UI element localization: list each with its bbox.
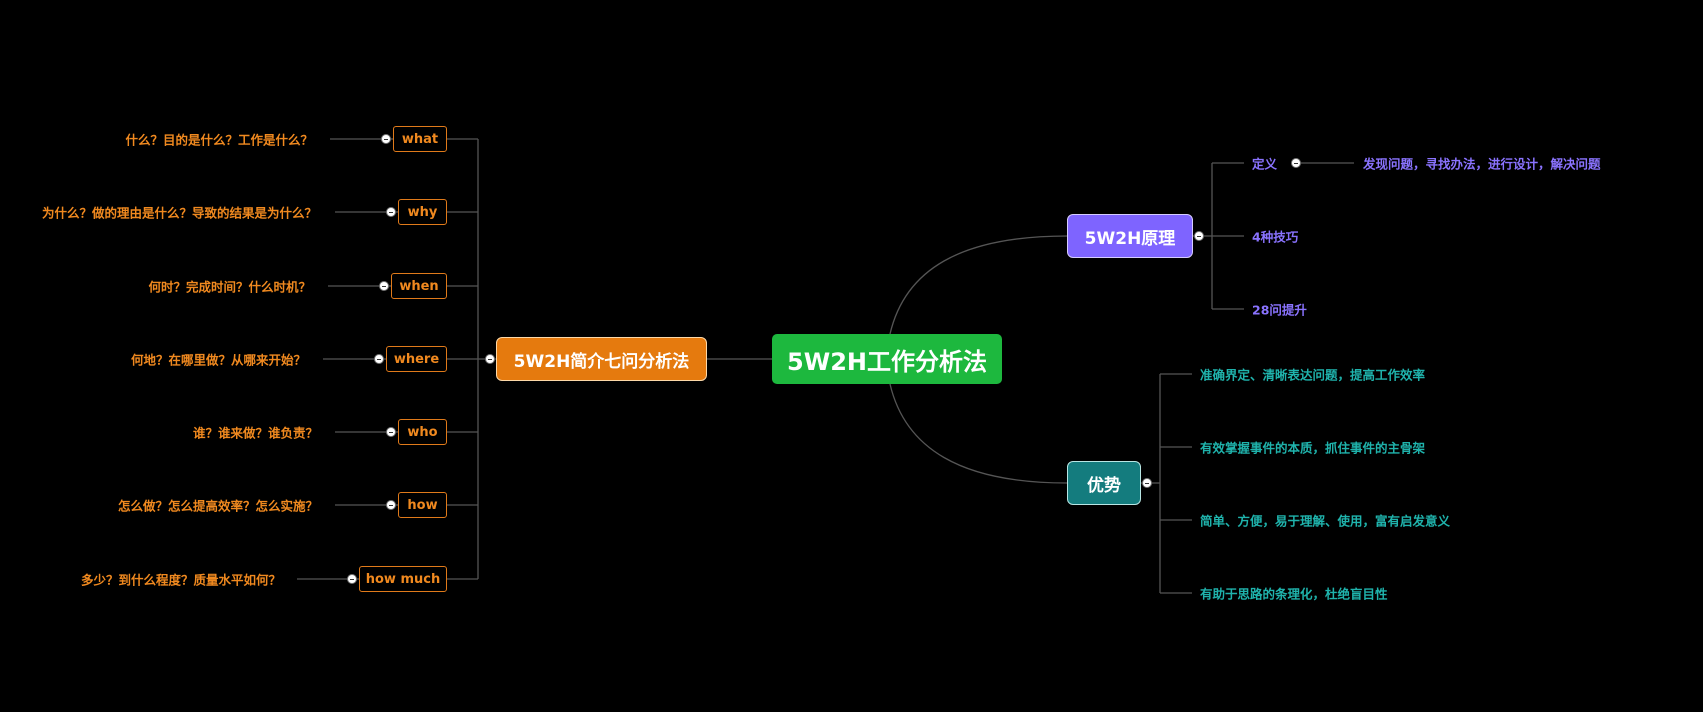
collapse-toggle-icon[interactable] (386, 207, 396, 217)
collapse-toggle-icon[interactable] (1194, 231, 1204, 241)
principle-definition-detail[interactable]: 发现问题，寻找办法，进行设计，解决问题 (1363, 156, 1601, 172)
principle-item-questions[interactable]: 28问提升 (1252, 302, 1307, 318)
advantage-item-4[interactable]: 有助于思路的条理化，杜绝盲目性 (1200, 586, 1388, 602)
intro-item-how-much[interactable]: how much (359, 566, 447, 592)
advantage-item-3[interactable]: 简单、方便，易于理解、使用，富有启发意义 (1200, 513, 1451, 529)
intro-topic[interactable]: 5W2H简介七问分析法 (496, 337, 707, 381)
principle-topic[interactable]: 5W2H原理 (1067, 214, 1193, 258)
intro-item-why[interactable]: why (398, 199, 447, 225)
advantage-topic[interactable]: 优势 (1067, 461, 1141, 505)
collapse-toggle-icon[interactable] (485, 354, 495, 364)
collapse-toggle-icon[interactable] (386, 427, 396, 437)
collapse-toggle-icon[interactable] (1142, 478, 1152, 488)
advantage-item-2[interactable]: 有效掌握事件的本质，抓住事件的主骨架 (1200, 440, 1426, 456)
principle-item-definition[interactable]: 定义 (1252, 156, 1278, 172)
root-topic[interactable]: 5W2H工作分析法 (772, 334, 1002, 384)
collapse-toggle-icon[interactable] (347, 574, 357, 584)
intro-item-where[interactable]: where (386, 346, 447, 372)
intro-item-when[interactable]: when (391, 273, 447, 299)
collapse-toggle-icon[interactable] (379, 281, 389, 291)
intro-item-what[interactable]: what (393, 126, 447, 152)
question-who[interactable]: 谁？谁来做？谁负责？ (192, 425, 318, 441)
intro-item-how[interactable]: how (398, 492, 447, 518)
collapse-toggle-icon[interactable] (386, 500, 396, 510)
question-where[interactable]: 何地？在哪里做？从哪来开始？ (130, 352, 306, 368)
principle-item-techniques[interactable]: 4种技巧 (1252, 229, 1299, 245)
question-how[interactable]: 怎么做？怎么提高效率？怎么实施？ (117, 498, 318, 514)
question-when[interactable]: 何时？完成时间？什么时机？ (148, 279, 311, 295)
intro-item-who[interactable]: who (398, 419, 447, 445)
question-why[interactable]: 为什么？做的理由是什么？导致的结果是为什么？ (41, 205, 317, 221)
question-what[interactable]: 什么？目的是什么？工作是什么？ (125, 132, 313, 148)
advantage-item-1[interactable]: 准确界定、清晰表达问题，提高工作效率 (1200, 367, 1426, 383)
collapse-toggle-icon[interactable] (1291, 158, 1301, 168)
collapse-toggle-icon[interactable] (381, 134, 391, 144)
question-how-much[interactable]: 多少？到什么程度？质量水平如何？ (80, 572, 281, 588)
collapse-toggle-icon[interactable] (374, 354, 384, 364)
